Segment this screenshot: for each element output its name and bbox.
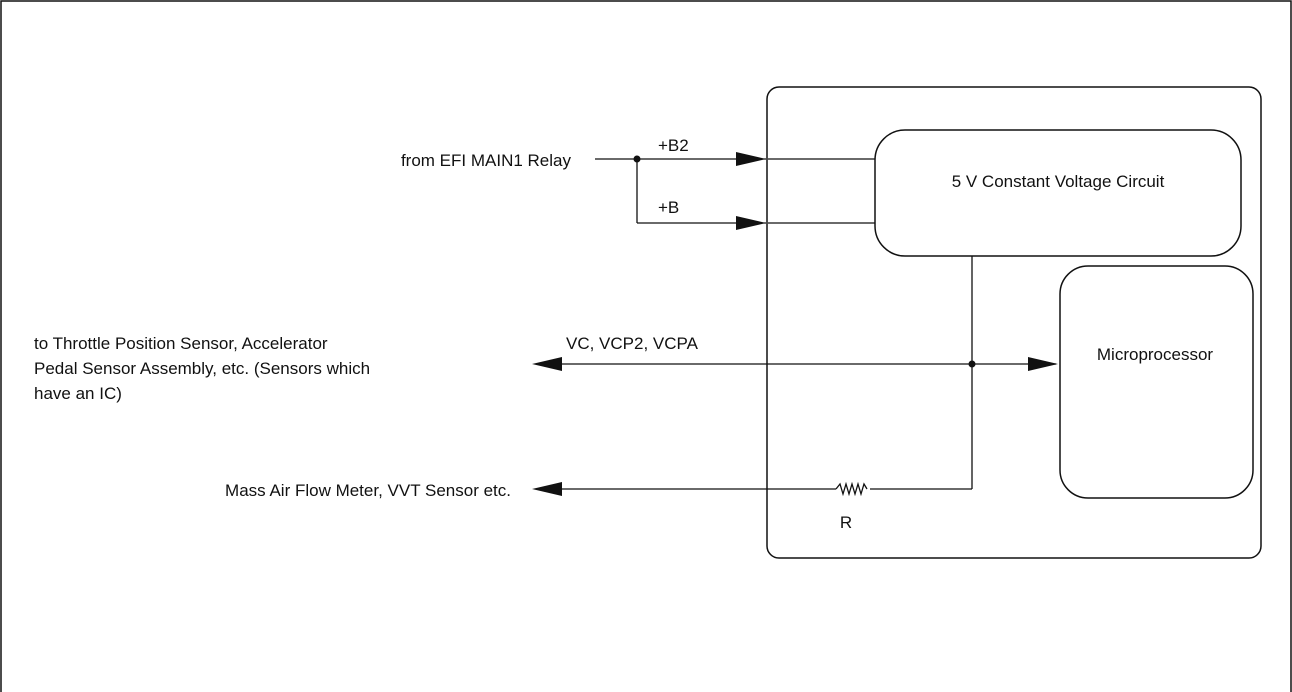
microprocessor-label: Microprocessor — [1097, 345, 1214, 364]
constant-voltage-circuit-label: 5 V Constant Voltage Circuit — [952, 172, 1165, 191]
relay-junction-dot — [633, 155, 641, 163]
vc-junction-dot — [968, 360, 976, 368]
constant-voltage-circuit-box — [874, 129, 1242, 257]
microprocessor-arrow-icon — [1028, 357, 1058, 371]
vc-output-arrow-icon — [532, 357, 562, 371]
ic-sensors-label-line1: to Throttle Position Sensor, Accelerator — [34, 334, 328, 353]
b2-arrow-icon — [736, 152, 766, 166]
ic-sensors-label-line2: Pedal Sensor Assembly, etc. (Sensors whi… — [34, 359, 370, 378]
vc-terminals-label: VC, VCP2, VCPA — [566, 334, 699, 353]
other-sensors-label: Mass Air Flow Meter, VVT Sensor etc. — [225, 481, 511, 500]
b-terminal-label: +B — [658, 198, 679, 217]
ic-sensors-label-line3: have an IC) — [34, 384, 122, 403]
b2-terminal-label: +B2 — [658, 136, 689, 155]
resistor-label: R — [840, 513, 852, 532]
other-sensors-arrow-icon — [532, 482, 562, 496]
microprocessor-box — [1059, 265, 1254, 499]
resistor-icon — [835, 481, 868, 497]
b-arrow-icon — [736, 216, 766, 230]
relay-source-label: from EFI MAIN1 Relay — [401, 151, 572, 170]
